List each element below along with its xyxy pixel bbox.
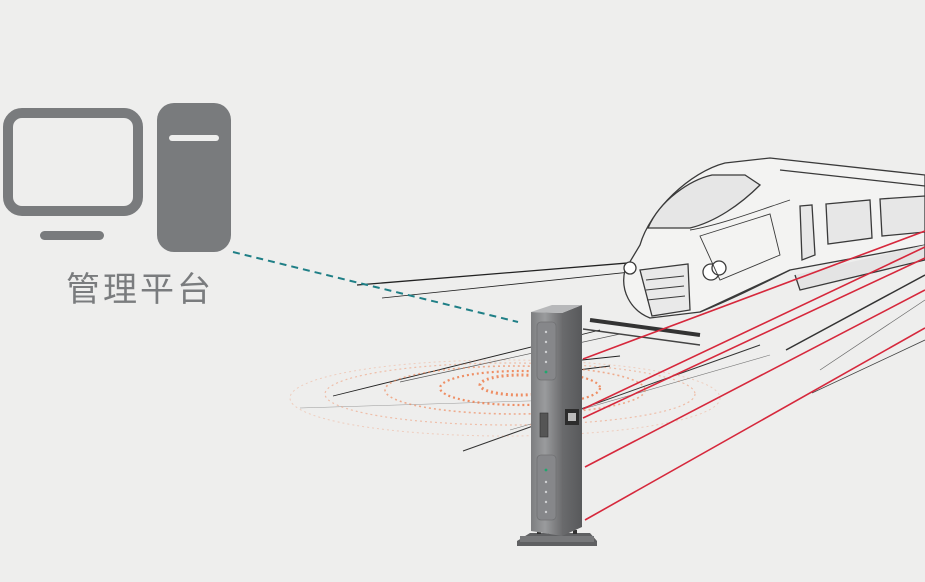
rail-lines [299, 261, 925, 452]
network-link-line [232, 251, 519, 323]
laser-beams [582, 230, 925, 521]
sensor-column-icon [517, 305, 597, 546]
monitor-icon [3, 108, 143, 240]
pc-tower-icon [157, 103, 231, 252]
radar-waves [289, 359, 721, 437]
train-icon [623, 157, 925, 319]
management-platform-label: 管理平台 [66, 270, 214, 310]
